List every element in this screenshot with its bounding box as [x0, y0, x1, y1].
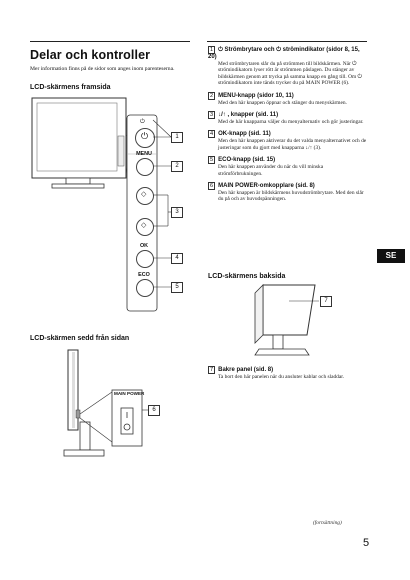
- up-button[interactable]: [136, 187, 154, 205]
- down-arrow-icon: ◇: [141, 222, 147, 229]
- item-2-head: MENU-knapp (sidor 10, 11): [218, 92, 294, 99]
- callout-3: 3: [171, 207, 183, 218]
- callout-7: 7: [320, 296, 332, 307]
- item-list: 1⏻ Strömbrytare och ⏻ strömindikator (si…: [208, 46, 368, 208]
- item-3-number: 3: [208, 111, 216, 120]
- item-6-head: MAIN POWER-omkopplare (sid. 8): [218, 183, 315, 190]
- item-3-body: Med de här knapparna väljer du menyalter…: [218, 119, 364, 126]
- eco-button[interactable]: [136, 279, 154, 297]
- power-button-icon: ⏻: [141, 131, 149, 141]
- monitor-rear-illustration: [254, 284, 319, 356]
- page-intro: Mer information finns på de sidor som an…: [30, 66, 175, 72]
- item-4-number: 4: [208, 130, 216, 139]
- down-button[interactable]: [136, 218, 154, 236]
- item-1-body: Med strömbrytaren slår du på strömmen ti…: [218, 61, 362, 87]
- callout-1: 1: [171, 132, 183, 143]
- callout-5: 5: [171, 282, 183, 293]
- main-power-label: MAIN POWER: [114, 391, 145, 396]
- page-number: 5: [363, 537, 370, 549]
- menu-label: MENU: [136, 151, 152, 157]
- callout-4: 4: [171, 253, 183, 264]
- item-1-head: ⏻ Strömbrytare och ⏻ strömindikator (sid…: [208, 47, 360, 60]
- ok-button[interactable]: [136, 250, 154, 268]
- rear-heading: LCD-skärmens baksida: [208, 273, 286, 280]
- item-3-head: ↓/↑ , knapper (sid. 11): [218, 112, 279, 119]
- continued-note: (fortsättning): [313, 520, 342, 526]
- item-6-body: Den här knappen är bildskärmens huvudstr…: [218, 190, 364, 203]
- item-4-body: Men den här knappen aktiverar du det val…: [218, 138, 367, 151]
- monitor-front-illustration: [31, 97, 149, 297]
- front-callout-lines: [152, 119, 172, 288]
- item-3: 3↓/↑ , knapper (sid. 11) Med de här knap…: [208, 111, 368, 125]
- language-tab: SE: [377, 249, 405, 263]
- item-7-number: 7: [208, 366, 216, 374]
- item-2-number: 2: [208, 91, 216, 100]
- page-title: Delar och kontroller: [30, 48, 151, 62]
- item-4-head: OK-knapp (sid. 11): [218, 131, 271, 138]
- side-heading: LCD-skärmen sedd från sidan: [30, 335, 130, 342]
- item-5-body: Den här knappen använder du när du vill …: [218, 164, 324, 177]
- top-rule-right: [207, 41, 367, 42]
- power-button[interactable]: [135, 128, 155, 148]
- item-7-head: Bakre panel (sid. 8): [218, 367, 274, 373]
- item-1-number: 1: [208, 46, 216, 54]
- item-5-number: 5: [208, 156, 216, 165]
- item-7-body: Ta bort den här panelen när du ansluter …: [218, 374, 345, 380]
- front-heading: LCD-skärmens framsida: [30, 84, 111, 91]
- top-rule-left: [30, 41, 190, 42]
- ok-label: OK: [139, 243, 149, 249]
- monitor-side-illustration: [63, 349, 148, 457]
- up-arrow-icon: ◇: [141, 191, 147, 198]
- callout-2: 2: [171, 161, 183, 172]
- item-2-body: Med den här knappen öppnar och stänger d…: [218, 99, 347, 106]
- callout-6: 6: [148, 405, 160, 416]
- item-5-head: ECO-knapp (sid. 15): [218, 157, 276, 164]
- power-icon: ⏻: [140, 119, 145, 125]
- menu-button[interactable]: [136, 158, 154, 176]
- eco-label: ECO: [138, 272, 150, 278]
- item-1: 1⏻ Strömbrytare och ⏻ strömindikator (si…: [208, 46, 368, 87]
- item-6-number: 6: [208, 182, 216, 191]
